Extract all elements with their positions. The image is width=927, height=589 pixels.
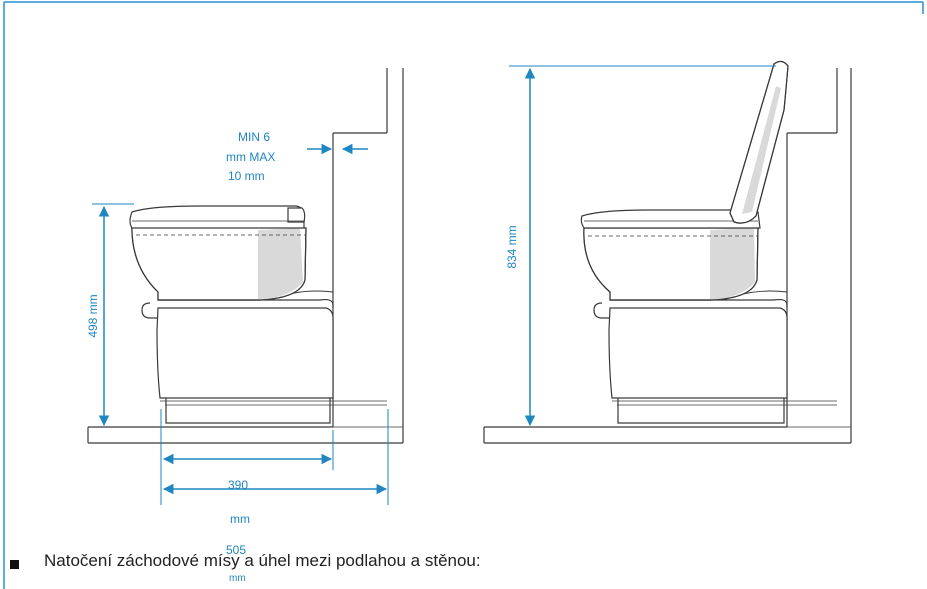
right-cassette bbox=[612, 400, 837, 406]
left-view bbox=[87, 68, 404, 444]
left-wall bbox=[332, 68, 404, 443]
depth-390-value: 390 bbox=[228, 478, 249, 492]
depth-505-value: 505 bbox=[226, 543, 247, 557]
caption-text: Natočení záchodové mísy a úhel mezi podl… bbox=[44, 551, 481, 570]
height-left-label: 498 mm bbox=[86, 294, 100, 337]
left-toilet-lid bbox=[129, 205, 306, 229]
gap-label-line1: MIN 6 bbox=[238, 130, 271, 144]
left-toilet-base bbox=[141, 290, 334, 424]
depth-505-unit: mm bbox=[229, 573, 246, 584]
bullet-icon bbox=[10, 560, 19, 569]
right-view bbox=[483, 60, 852, 444]
page-frame bbox=[3, 1, 924, 589]
right-toilet-base bbox=[593, 290, 788, 424]
left-dimensions bbox=[92, 143, 389, 505]
right-wall bbox=[786, 68, 852, 443]
left-cassette bbox=[160, 400, 387, 406]
right-dimensions bbox=[509, 65, 776, 427]
height-right-label: 834 mm bbox=[505, 225, 519, 268]
right-toilet-lid-raised bbox=[729, 60, 789, 224]
depth-390-unit: mm bbox=[230, 512, 250, 526]
right-floor bbox=[483, 426, 851, 444]
left-floor bbox=[87, 426, 403, 444]
left-toilet-bowl bbox=[131, 221, 307, 301]
gap-label-line2: mm MAX bbox=[226, 150, 276, 164]
right-toilet-bowl bbox=[583, 227, 759, 301]
gap-label-line3: 10 mm bbox=[228, 169, 265, 183]
